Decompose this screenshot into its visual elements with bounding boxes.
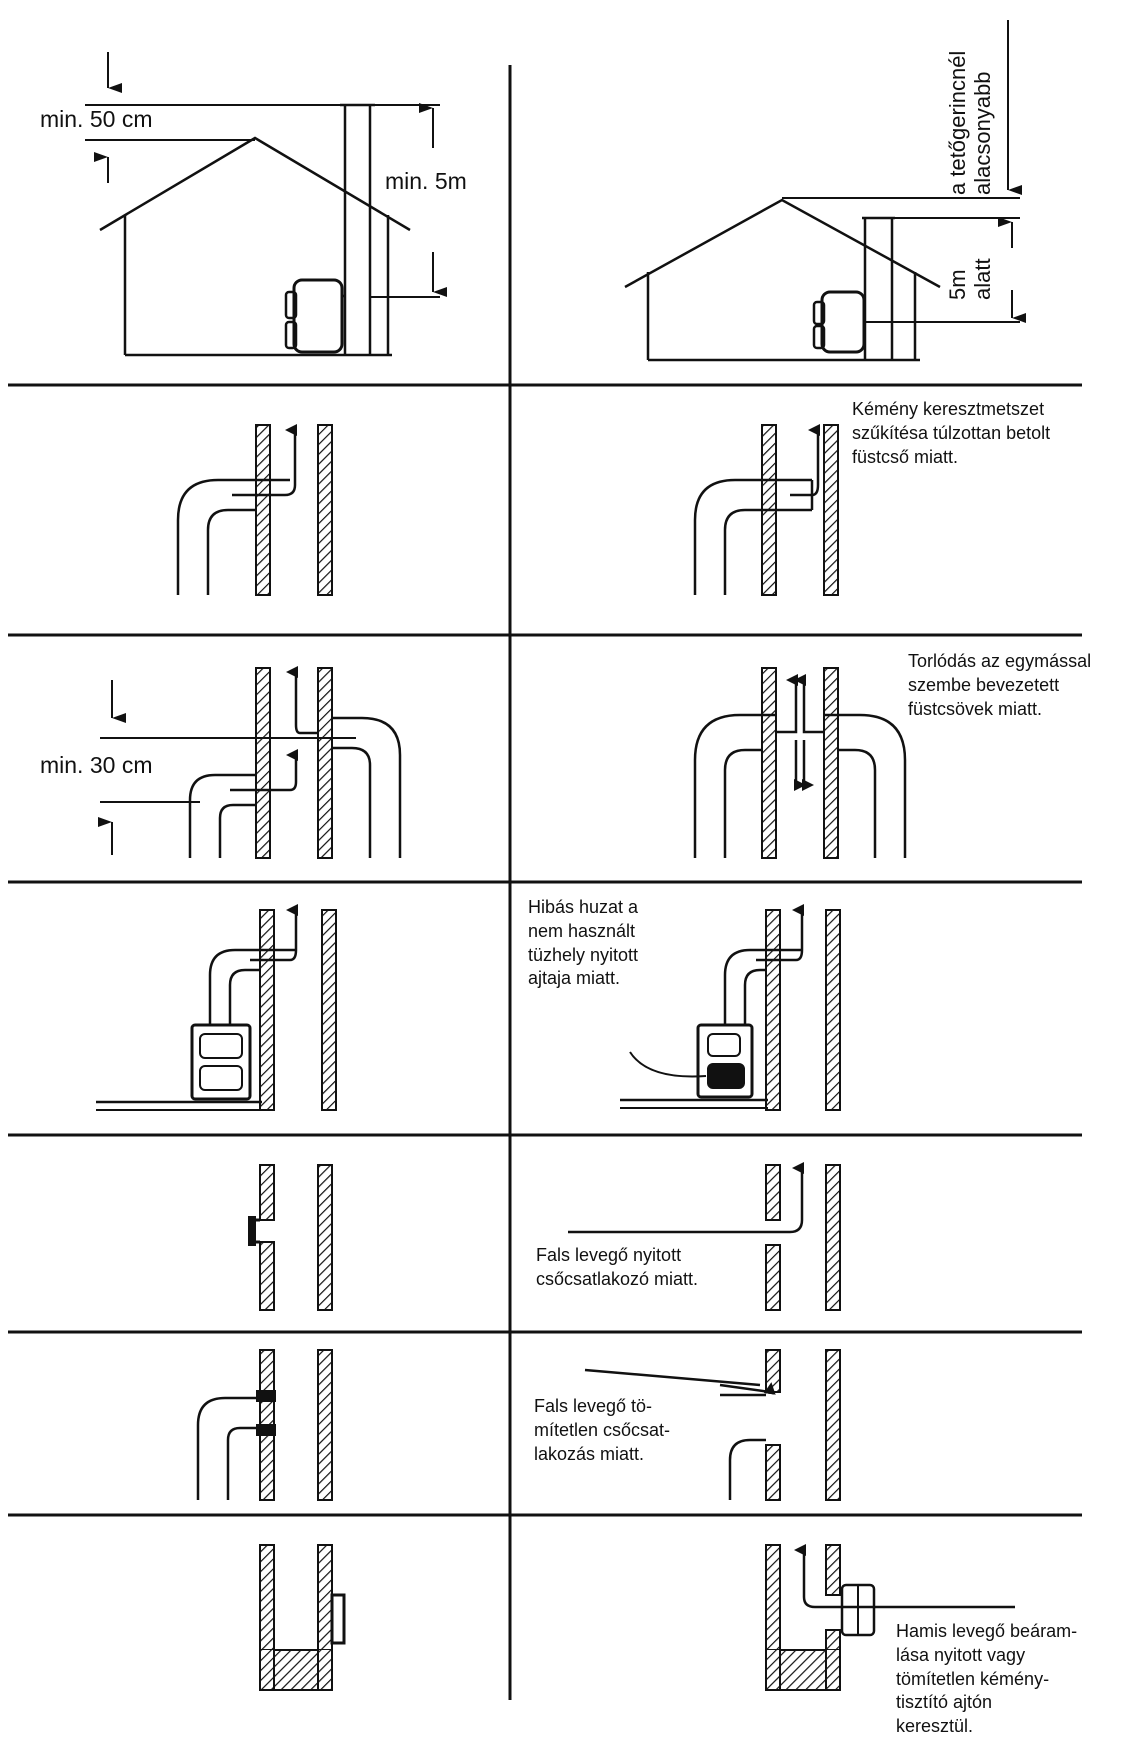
panel-5-right-chimney <box>568 1162 841 1311</box>
panel-3-left-chimney <box>98 666 402 859</box>
note-line: lakozás miatt. <box>534 1443 645 1464</box>
note-opposing-flues: Torlódás az egymással szembe bevezetett … <box>908 650 1091 721</box>
note-line: füstcső miatt. <box>852 446 959 467</box>
dim-label-min-5m: min. 5m <box>385 168 467 194</box>
note-line: Fals levegő tö- <box>534 1396 653 1416</box>
note-line: tisztító ajtón <box>896 1692 993 1713</box>
panel-4-left-stove <box>96 904 337 1111</box>
vertical-label-line: a tetőgerincnél <box>945 50 970 195</box>
dim-label-line: alatt <box>970 258 996 300</box>
grid-lines <box>8 65 1082 1700</box>
note-line: mítetlen csőcsat- <box>534 1419 671 1440</box>
note-unsealed-connection: Fals levegő tö- mítetlen csőcsat- lakozá… <box>534 1395 670 1466</box>
note-line: keresztül. <box>896 1716 974 1736</box>
panel-1-left-house <box>85 52 447 357</box>
note-line: nem használt <box>528 920 636 941</box>
dim-label-min-50cm: min. 50 cm <box>40 106 153 132</box>
panel-2-left-chimney <box>176 424 333 596</box>
panel-2-right-chimney <box>693 424 839 596</box>
note-open-connector: Fals levegő nyitott csőcsatlakozó miatt. <box>536 1244 698 1292</box>
vertical-label-line: alacsonyabb <box>970 71 996 195</box>
note-line: lása nyitott vagy <box>896 1644 1026 1665</box>
note-cleanout-door: Hamis levegő beáram- lása nyitott vagy t… <box>896 1620 1077 1739</box>
note-line: Hibás huzat a <box>528 897 639 917</box>
panel-7-right-chimney <box>765 1544 1015 1691</box>
note-line: Torlódás az egymással <box>908 651 1092 671</box>
note-line: füstcsövek miatt. <box>908 698 1043 719</box>
note-line: tömítetlen kémény- <box>896 1668 1050 1689</box>
note-line: tüzhely nyitott <box>528 944 639 965</box>
note-line: szűkítésa túlzottan betolt <box>852 422 1051 443</box>
panel-4-right-stove <box>620 904 841 1111</box>
panel-6-right-chimney <box>584 1349 841 1501</box>
note-line: Kémény keresztmetszet <box>852 399 1045 419</box>
note-open-stove-door: Hibás huzat a nem használt tüzhely nyito… <box>528 896 638 991</box>
dim-label-under-5m: 5m alatt <box>945 258 996 300</box>
dim-label-min-30cm: min. 30 cm <box>40 752 153 778</box>
panel-7-left-chimney <box>259 1544 346 1691</box>
note-line: Fals levegő nyitott <box>536 1245 682 1265</box>
panel-3-right-chimney <box>693 667 907 859</box>
panel-6-left-chimney <box>196 1349 333 1501</box>
note-line: szembe bevezetett <box>908 674 1060 695</box>
note-cross-section-narrowing: Kémény keresztmetszet szűkítésa túlzotta… <box>852 398 1050 469</box>
note-line: ajtaja miatt. <box>528 968 621 989</box>
note-line: Hamis levegő beáram- <box>896 1621 1078 1641</box>
note-line: csőcsatlakozó miatt. <box>536 1268 699 1289</box>
dim-label-line: 5m <box>945 269 970 300</box>
panel-1-right-house <box>624 20 1026 362</box>
vertical-label-ridge-lower: a tetőgerincnél alacsonyabb <box>945 51 996 195</box>
panel-5-left-chimney <box>248 1164 333 1311</box>
